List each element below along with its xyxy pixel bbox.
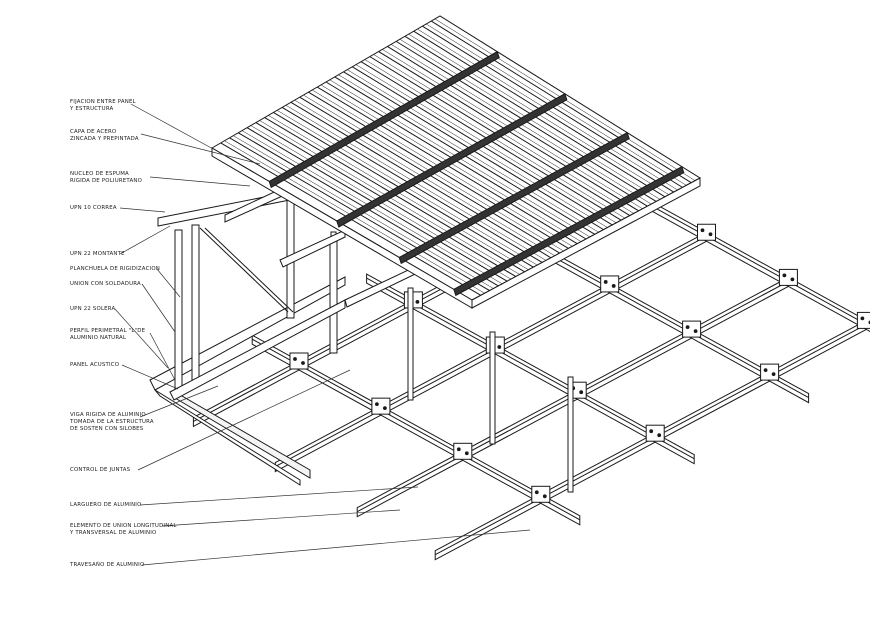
upn-rail (280, 230, 345, 267)
leader-line (122, 365, 178, 389)
leader-line (140, 386, 218, 417)
hanger-rod (489, 331, 496, 445)
junction-plate (760, 363, 780, 381)
leader-line (157, 269, 180, 297)
label-travesano: TRAVESAÑO DE ALUMINIO (70, 562, 145, 568)
bolt (693, 329, 698, 334)
junction-plate (697, 223, 716, 241)
junction-plate (600, 275, 620, 293)
junction-plate (453, 442, 473, 460)
bolt (782, 273, 787, 278)
label-upn-montante: UPN 22 MONTANTE (70, 251, 125, 257)
bolt (293, 357, 297, 361)
bolt (790, 277, 795, 282)
label-control-juntas: CONTROL DE JUNTAS (70, 467, 131, 473)
bolt (415, 300, 420, 304)
bolt (301, 361, 305, 365)
upn-montante-post (329, 239, 338, 354)
junction-plate (856, 311, 870, 329)
bolt (603, 280, 608, 284)
roof-side-edge (472, 178, 700, 308)
aluminum-grid (150, 161, 870, 559)
bolt (771, 372, 776, 377)
planchuela-brace (200, 228, 288, 312)
label-planchuela: PLANCHUELA DE RIGIDIZACION (70, 266, 161, 272)
upn-montante-post (191, 224, 200, 386)
leader-lines (115, 104, 530, 565)
planchuela-brace-edge (205, 228, 293, 312)
bolt (456, 447, 461, 452)
bolt (464, 451, 469, 456)
upn-solera-sill (170, 300, 345, 400)
bolt (700, 228, 705, 233)
junction-plate (371, 397, 391, 415)
leader-line (138, 370, 350, 470)
label-larguero: LARGUERO DE ALUMINIO (70, 502, 142, 508)
leader-line (150, 333, 175, 380)
sandwich-roof-panel (212, 16, 700, 308)
leader-line (120, 208, 165, 212)
label-union-soldadura: UNION CON SOLDADURA (70, 281, 141, 287)
leader-line (162, 510, 400, 526)
leader-line (141, 134, 260, 164)
leader-line (115, 309, 168, 368)
junction-plate (682, 320, 702, 338)
bolt (534, 490, 539, 495)
bolt (685, 325, 690, 330)
junction-plate (531, 485, 551, 503)
bolt (860, 316, 865, 321)
junction-plate (289, 352, 309, 370)
bolt (657, 433, 662, 438)
leader-line (120, 226, 170, 254)
leader-line (142, 284, 175, 332)
bolt (383, 406, 387, 411)
bolt (497, 345, 502, 349)
bolt (649, 429, 654, 434)
bolt (611, 284, 616, 288)
leader-line (131, 104, 215, 150)
leader-line (140, 487, 418, 505)
leader-line (142, 530, 530, 565)
panel-acustico-edge (155, 390, 300, 485)
bolt (375, 402, 379, 407)
hanger-rod (407, 287, 414, 401)
roof-purlin-band (399, 133, 629, 264)
label-panel-acustico: PANEL ACUSTICO (70, 362, 120, 368)
bolt (763, 368, 768, 373)
junction-plate (645, 424, 665, 442)
label-upn-correa: UPN 10 CORREA (70, 205, 117, 211)
viga-rigida (175, 392, 310, 478)
bolt (579, 390, 584, 395)
leader-line (150, 177, 250, 186)
hanger-rod (567, 376, 574, 493)
bolt (708, 232, 713, 237)
roof-purlin-band (269, 52, 499, 188)
junction-plate (778, 268, 798, 286)
bolt (542, 494, 547, 499)
roof-purlin-band (454, 167, 684, 296)
label-upn-solera: UPN 22 SOLERA (70, 306, 116, 312)
roof-purlin-band (337, 94, 567, 227)
